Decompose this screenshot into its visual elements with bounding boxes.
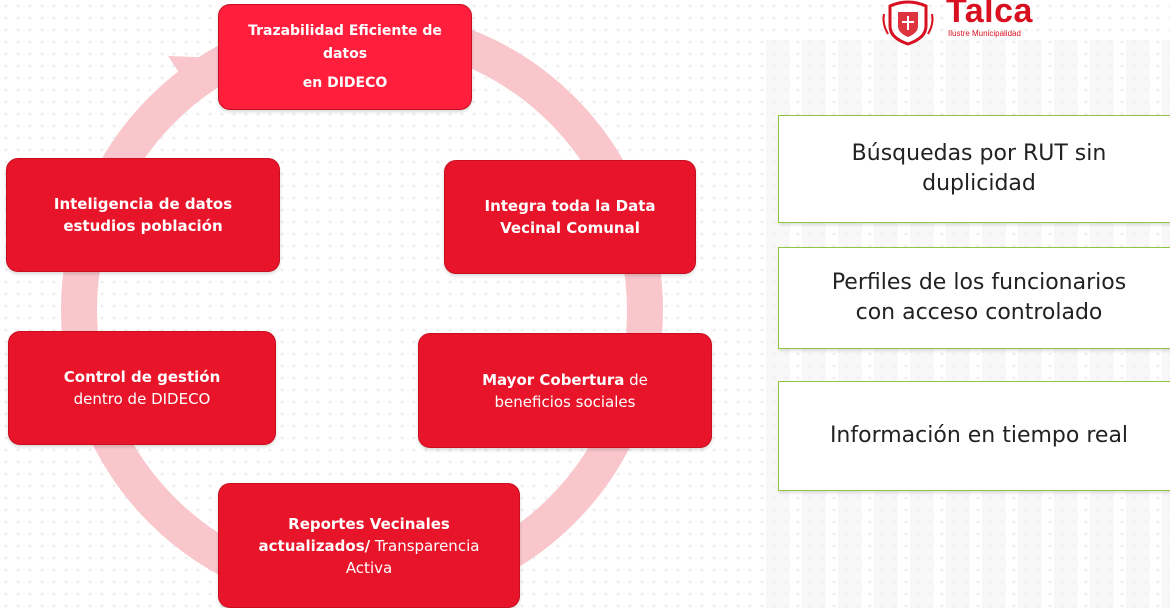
node-reportes-bold2: actualizados/ [258, 536, 371, 555]
node-mayor-cobertura: Mayor Cobertura de beneficios sociales [418, 333, 712, 448]
node-mayor-bold: Mayor Cobertura [482, 370, 625, 389]
feature-card-informacion: Información en tiempo real [778, 381, 1170, 491]
node-reportes-rest2: Transparencia [370, 536, 480, 555]
node-control-gestion: Control de gestión dentro de DIDECO [8, 331, 276, 445]
node-reportes-line1: Reportes Vecinales [288, 514, 450, 533]
logo-name: Talca [946, 0, 1033, 30]
talca-logo: Talca Ilustre Municipalidad [880, 0, 1080, 48]
node-integra-line2: Vecinal Comunal [500, 219, 640, 237]
node-trazabilidad-line1: Trazabilidad Eficiente de [248, 22, 442, 39]
node-integra: Integra toda la Data Vecinal Comunal [444, 160, 696, 274]
node-mayor-line2: beneficios sociales [494, 392, 636, 411]
talca-shield-icon [882, 0, 934, 46]
feature-card-2-line1: Perfiles de los funcionarios [831, 270, 1127, 295]
feature-card-3-line1: Información en tiempo real [829, 423, 1129, 448]
node-inteligencia: Inteligencia de datos estudios población [6, 158, 280, 272]
node-control-line1: Control de gestión [63, 368, 221, 386]
feature-card-1-line2: duplicidad [922, 171, 1036, 196]
node-inteligencia-line2: estudios población [63, 217, 223, 235]
node-trazabilidad: Trazabilidad Eficiente de datos en DIDEC… [218, 4, 472, 110]
node-trazabilidad-line3: en DIDECO [302, 74, 388, 91]
logo-subtitle: Ilustre Municipalidad [948, 29, 1021, 38]
feature-card-busquedas: Búsquedas por RUT sin duplicidad [778, 115, 1170, 223]
feature-card-perfiles: Perfiles de los funcionarios con acceso … [778, 247, 1170, 349]
cycle-arrowhead [168, 56, 222, 98]
node-control-line2: dentro de DIDECO [73, 390, 211, 408]
node-inteligencia-line1: Inteligencia de datos [53, 195, 233, 213]
node-trazabilidad-line2: datos [322, 45, 368, 62]
node-reportes-line3: Activa [345, 558, 393, 577]
node-reportes: Reportes Vecinales actualizados/ Transpa… [218, 483, 520, 608]
node-integra-line1: Integra toda la Data [484, 197, 656, 215]
feature-card-2-line2: con acceso controlado [855, 300, 1103, 325]
feature-card-1-line1: Búsquedas por RUT sin [851, 141, 1107, 166]
node-reportes-line2: actualizados/ Transparencia [259, 535, 480, 557]
node-mayor-rest1: de [624, 370, 648, 389]
node-mayor-line1: Mayor Cobertura de [482, 369, 648, 391]
